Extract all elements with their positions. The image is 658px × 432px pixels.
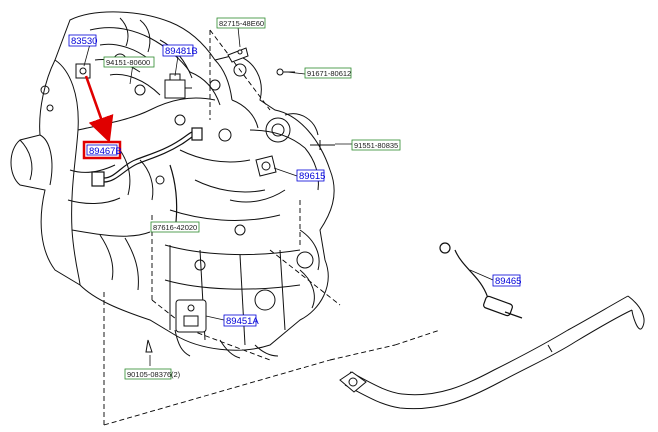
svg-text:89451A: 89451A — [226, 316, 259, 327]
highlight-arrow — [84, 75, 114, 143]
callout-82715-48e60[interactable]: 82715-48E60 — [216, 17, 266, 29]
sensor-harness — [91, 127, 523, 319]
svg-text:83530: 83530 — [71, 36, 97, 47]
svg-text:91551-80835: 91551-80835 — [354, 141, 398, 150]
sensor-83530 — [75, 63, 91, 79]
bracket-82715 — [227, 47, 295, 76]
leader-lines — [83, 26, 494, 366]
callout-87616-42020[interactable]: 87616-42020 — [150, 221, 200, 233]
callout-91551-80835[interactable]: 91551-80835 — [351, 139, 401, 151]
svg-text:89615: 89615 — [299, 171, 325, 182]
callout-89481b[interactable]: 89481B — [162, 44, 198, 57]
callout-89451a[interactable]: 89451A — [223, 314, 259, 327]
svg-text:91671-80612: 91671-80612 — [307, 69, 351, 78]
svg-text:89465: 89465 — [495, 276, 521, 287]
engine-block — [10, 11, 335, 359]
callout-91671-80612[interactable]: 91671-80612 — [304, 67, 352, 79]
callout-94151-80600[interactable]: 94151-80600 — [103, 56, 155, 68]
sensor-89481 — [164, 73, 192, 99]
svg-text:89481B: 89481B — [165, 46, 198, 57]
exhaust-pipe — [339, 295, 645, 410]
svg-text:87616-42020: 87616-42020 — [153, 223, 197, 232]
svg-text:94151-80600: 94151-80600 — [106, 58, 150, 67]
svg-text:82715-48E60: 82715-48E60 — [219, 19, 264, 28]
callout-90105-08376[interactable]: 90105-08376 (2) — [124, 368, 181, 380]
callout-83530[interactable]: 83530 — [68, 34, 97, 47]
callout-89465[interactable]: 89465 — [492, 274, 521, 287]
dashed-boundary — [103, 29, 441, 426]
svg-text:90105-08376: 90105-08376 — [127, 370, 171, 379]
quantity-note: (2) — [171, 370, 181, 379]
knock-sensor — [255, 140, 335, 177]
callout-89615[interactable]: 89615 — [296, 169, 325, 182]
svg-text:89467B: 89467B — [89, 146, 122, 157]
callout-89467b[interactable]: 89467B — [82, 140, 122, 160]
